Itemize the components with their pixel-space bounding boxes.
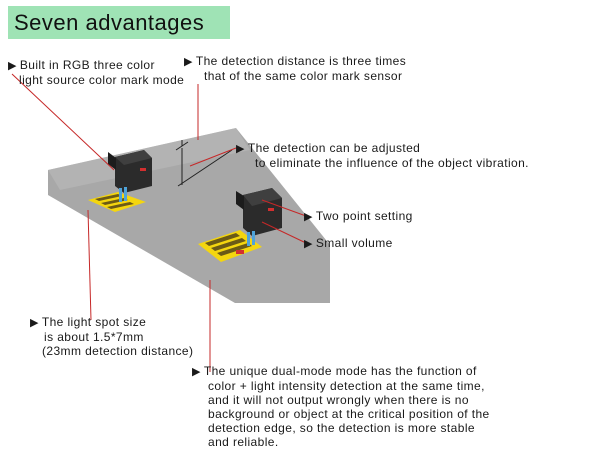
callout-distance-line-2: that of the same color mark sensor — [204, 69, 403, 83]
callout-rgb: ▶Built in RGB three color light source c… — [8, 58, 184, 87]
callout-adjust-line-1: The detection can be adjusted — [247, 141, 421, 155]
callout-arrow-icon: ▶ — [184, 56, 193, 68]
callout-spot-line-1: The light spot size — [41, 315, 147, 329]
callout-dual-mode-line-4: background or object at the critical pos… — [208, 407, 490, 421]
callout-spot-line-2: is about 1.5*7mm — [44, 330, 144, 344]
callout-volume-text: Small volume — [315, 236, 393, 250]
left-sensor — [108, 150, 152, 202]
callout-dual-mode-line-6: and reliable. — [208, 435, 279, 449]
callout-dual-mode-line-2: color + light intensity detection at the… — [208, 379, 485, 393]
callout-volume: ▶Small volume — [304, 236, 393, 251]
callout-spot-line-3: (23mm detection distance) — [42, 344, 194, 358]
callout-arrow-icon: ▶ — [30, 317, 39, 329]
callout-distance: ▶The detection distance is three times t… — [184, 54, 406, 83]
callout-two-point-text: Two point setting — [315, 209, 413, 223]
callout-dual-mode-line-1: The unique dual-mode mode has the functi… — [203, 364, 477, 378]
callout-arrow-icon: ▶ — [304, 211, 313, 223]
left-color-mark — [88, 192, 146, 212]
callout-two-point: ▶Two point setting — [304, 209, 413, 224]
callout-adjust-line-2: to eliminate the influence of the object… — [255, 156, 529, 170]
callout-arrow-icon: ▶ — [8, 60, 17, 72]
callout-rgb-line-1: Built in RGB three color — [19, 58, 155, 72]
right-color-mark — [198, 230, 262, 262]
callout-arrow-icon: ▶ — [236, 143, 245, 155]
callout-dual-mode-line-5: detection edge, so the detection is more… — [208, 421, 475, 435]
callout-dual-mode: ▶The unique dual-mode mode has the funct… — [192, 364, 490, 449]
right-sensor — [236, 188, 282, 246]
callout-arrow-icon: ▶ — [192, 366, 201, 378]
callout-arrow-icon: ▶ — [304, 238, 313, 250]
leader-lines — [11, 73, 307, 372]
callout-dual-mode-line-3: and it will not output wrongly when ther… — [208, 393, 469, 407]
callout-rgb-line-2: light source color mark mode — [19, 73, 185, 87]
distance-indicator — [175, 140, 233, 187]
callout-adjust: ▶The detection can be adjusted to elimin… — [236, 141, 529, 170]
section-title: Seven advantages — [8, 6, 230, 39]
callout-spot: ▶The light spot size is about 1.5*7mm (2… — [30, 315, 193, 358]
callout-distance-line-1: The detection distance is three times — [195, 54, 407, 68]
